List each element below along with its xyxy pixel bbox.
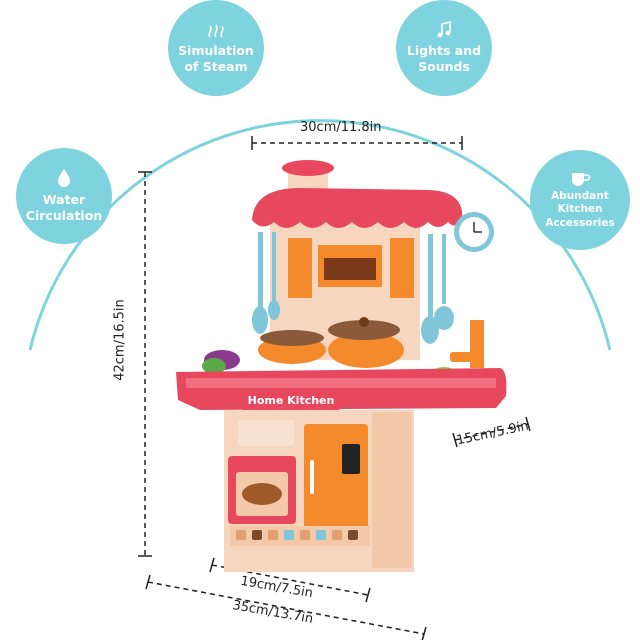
- drawer: [238, 420, 294, 446]
- feature-lights-bubble: Lights and Sounds: [396, 0, 492, 96]
- side-panel: [372, 412, 412, 568]
- hanging-utensils: [252, 232, 454, 344]
- water-drop-icon: [58, 169, 70, 188]
- feature-steam-label: Simulation of Steam: [178, 43, 254, 74]
- sign-plate: [240, 388, 342, 410]
- right-cabinet: [390, 238, 414, 298]
- steam-icon: [208, 25, 224, 38]
- feature-water-label: Water Circulation: [25, 192, 103, 223]
- roof: [252, 188, 463, 228]
- feature-lights-label: Lights and Sounds: [406, 43, 482, 74]
- feature-accessories-bubble: Abundant Kitchen Accessories: [530, 150, 630, 250]
- width-dimension-label: 30cm/11.8in: [300, 120, 382, 135]
- cooking-pot: [328, 332, 404, 368]
- feature-steam-bubble: Simulation of Steam: [168, 0, 264, 96]
- home-kitchen-sign: Home Kitchen: [248, 394, 335, 407]
- roast-chicken: [242, 483, 282, 505]
- music-note-icon: [437, 21, 451, 38]
- hood-display: [324, 258, 376, 280]
- chimney-cap: [282, 160, 334, 176]
- fridge-dispenser: [342, 444, 360, 474]
- left-cabinet: [288, 238, 312, 298]
- cup-icon: [572, 173, 591, 187]
- feature-water-bubble: Water Circulation: [16, 148, 112, 244]
- feature-accessories-label: Abundant Kitchen Accessories: [545, 190, 615, 229]
- cup-icons: [236, 530, 358, 540]
